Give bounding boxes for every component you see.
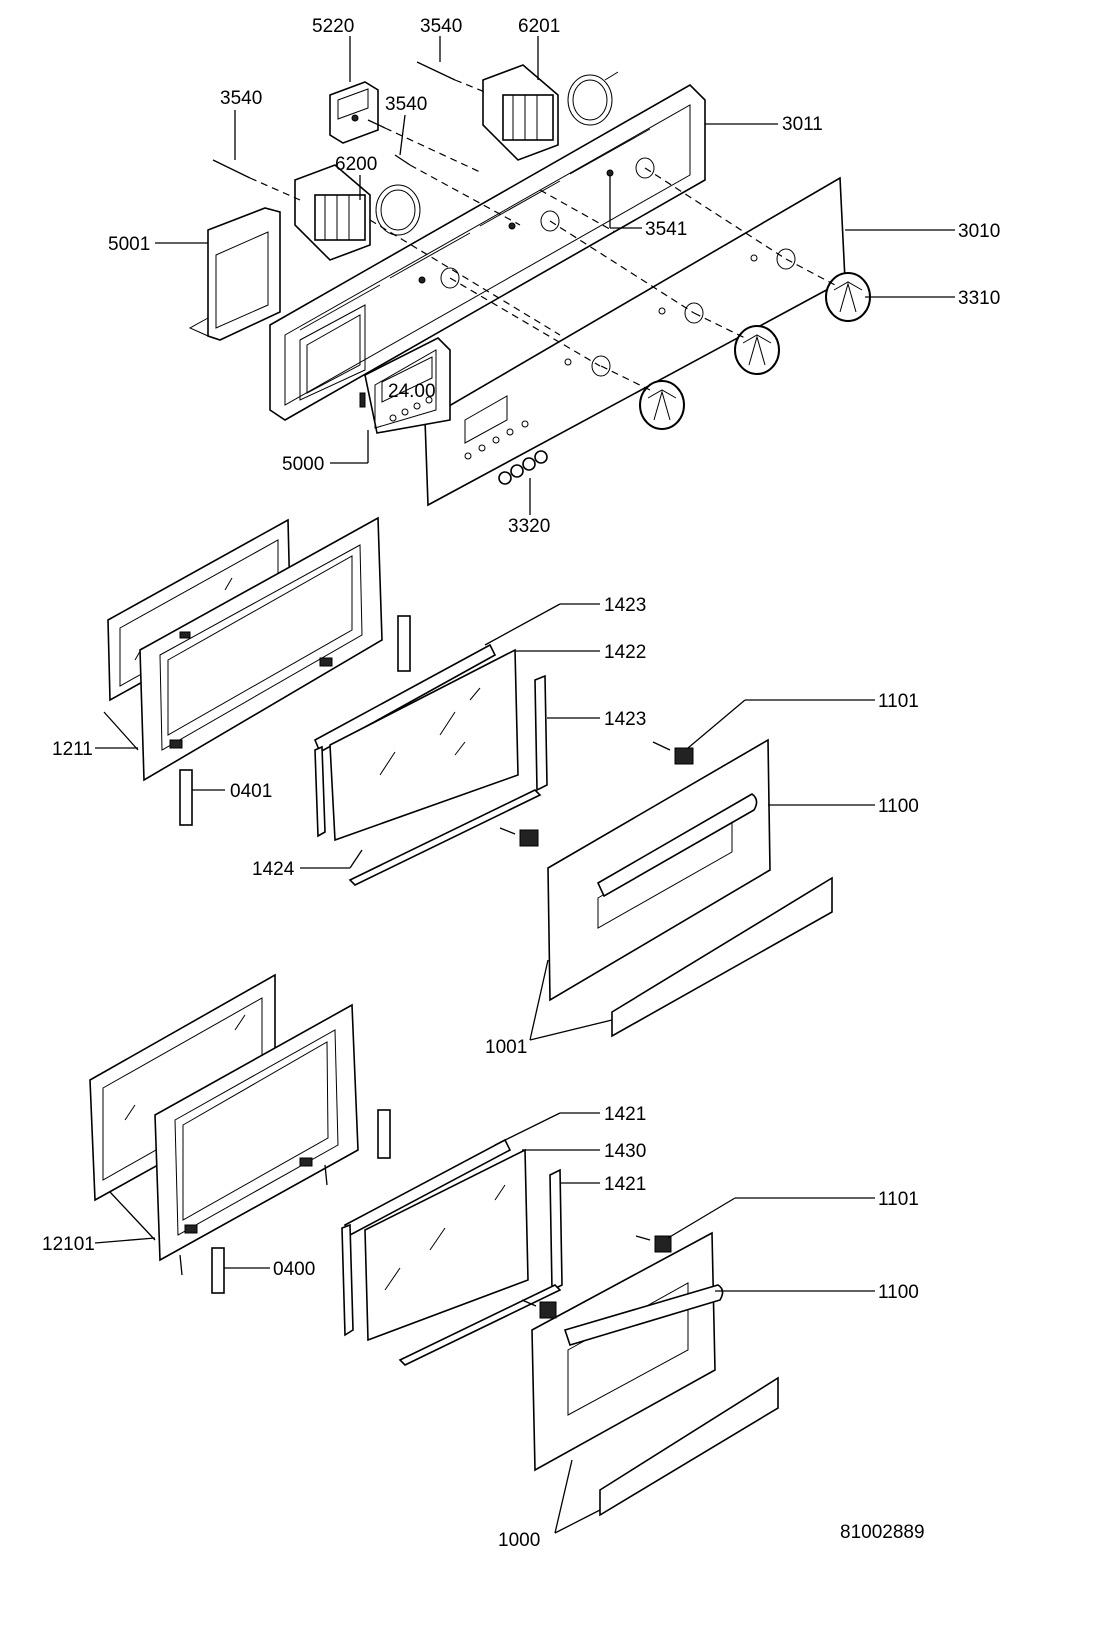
label-1423-top: 1423 — [604, 595, 646, 616]
control-buttons — [498, 450, 548, 485]
label-12101: 12101 — [42, 1234, 95, 1255]
selector-switch-right — [482, 64, 619, 161]
lower-door-section: 1421 1430 1421 1101 12101 0400 1100 1000 — [42, 973, 919, 1551]
label-3320: 3320 — [508, 516, 550, 537]
programmer-display-text: 24.00 — [388, 381, 436, 402]
leader-lines-lower — [94, 1112, 875, 1534]
lower-door-hinge — [179, 1109, 391, 1294]
label-3540-mid: 3540 — [385, 94, 427, 115]
label-0400: 0400 — [273, 1259, 315, 1280]
label-3541: 3541 — [645, 219, 687, 240]
shaft-extension — [212, 61, 456, 179]
label-1421-top: 1421 — [604, 1104, 646, 1125]
thermostat — [329, 81, 379, 144]
lower-middle-glass-assembly — [341, 1138, 563, 1366]
upper-door-section: 1423 1422 1423 1101 1211 0401 1100 1424 … — [52, 516, 919, 1058]
label-5220: 5220 — [312, 16, 354, 37]
lower-inner-door-frame — [154, 1003, 359, 1262]
label-1100-bottom: 1100 — [878, 1282, 919, 1303]
label-3310: 3310 — [958, 288, 1000, 309]
label-1101-top: 1101 — [878, 691, 919, 712]
label-6200: 6200 — [335, 154, 377, 175]
label-1421-mid: 1421 — [604, 1174, 646, 1195]
label-1424: 1424 — [252, 859, 295, 880]
control-knob — [639, 380, 685, 430]
label-3010: 3010 — [958, 221, 1000, 242]
label-3540-left: 3540 — [220, 88, 262, 109]
electronic-programmer: 24.00 — [359, 337, 451, 434]
label-1100-top: 1100 — [878, 796, 919, 817]
upper-outer-door — [547, 738, 833, 1038]
drawing-number: 81002889 — [840, 1522, 925, 1543]
control-knob — [734, 325, 780, 375]
control-panel-section: 24.00 — [108, 16, 1000, 537]
label-1001: 1001 — [485, 1037, 527, 1058]
label-1422: 1422 — [604, 642, 646, 663]
label-0401: 0401 — [230, 781, 272, 802]
upper-inner-door-frame — [139, 516, 383, 782]
label-1430: 1430 — [604, 1141, 646, 1162]
bracket — [188, 207, 281, 341]
label-1211: 1211 — [52, 739, 93, 760]
label-3011: 3011 — [782, 114, 823, 135]
label-1101-bottom: 1101 — [878, 1189, 919, 1210]
assembly-lines — [249, 79, 836, 391]
leader-lines-top — [155, 36, 955, 515]
upper-handle-bracket — [499, 741, 694, 847]
leader-lines-upper — [95, 603, 875, 1041]
label-1000: 1000 — [498, 1530, 540, 1551]
label-5000: 5000 — [282, 454, 324, 475]
selector-switch-left — [294, 164, 421, 261]
upper-door-hinge — [179, 615, 411, 826]
label-6201: 6201 — [518, 16, 560, 37]
upper-middle-glass-assembly — [313, 643, 548, 886]
label-3540-top: 3540 — [420, 16, 462, 37]
lower-outer-door — [531, 1231, 779, 1517]
label-5001: 5001 — [108, 234, 150, 255]
lower-handle-bracket — [521, 1235, 672, 1319]
label-1423-mid: 1423 — [604, 709, 646, 730]
control-knob — [825, 272, 871, 322]
